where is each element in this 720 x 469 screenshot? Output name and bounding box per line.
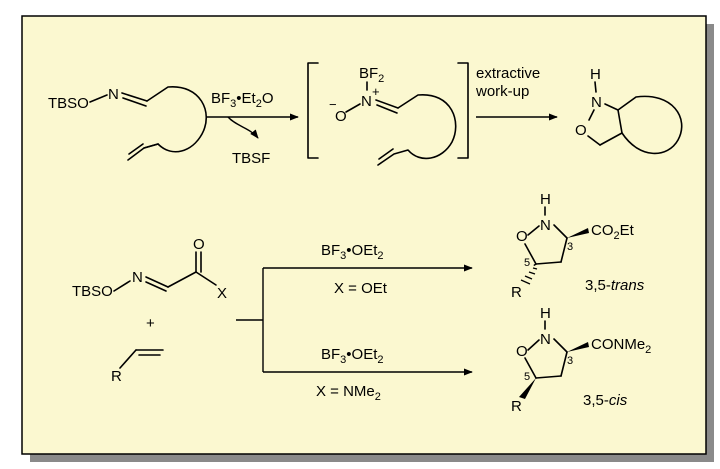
bicyclic-h: H bbox=[590, 66, 601, 83]
bicyclic-o: O bbox=[575, 122, 587, 139]
lower-reagent-label: BF3•OEt2 bbox=[321, 346, 384, 366]
plus-sign: + bbox=[146, 315, 155, 332]
trans-position-3: 3 bbox=[567, 241, 573, 253]
top-oxime-n: N bbox=[108, 86, 119, 103]
cis-o: O bbox=[516, 343, 528, 360]
trans-product-structure: H N O CO2Et 3 5 R 3,5-trans bbox=[511, 191, 645, 301]
upper-condition-label: X = OEt bbox=[334, 280, 388, 297]
top-byproduct-label: TBSF bbox=[232, 150, 270, 167]
lower-condition-label: X = NMe2 bbox=[316, 383, 381, 403]
workup-line2: work-up bbox=[475, 83, 529, 100]
byproduct-curved-arrow bbox=[227, 116, 259, 139]
trans-hash-5 bbox=[520, 267, 538, 285]
bottom-x-label: X bbox=[217, 285, 227, 302]
cis-position-5: 5 bbox=[524, 371, 530, 383]
cis-n: N bbox=[540, 331, 551, 348]
trans-o: O bbox=[516, 228, 528, 245]
upper-reagent-label: BF3•OEt2 bbox=[321, 242, 384, 262]
bicyclic-product-structure: H N O bbox=[575, 66, 683, 155]
top-oxime-structure: TBSO N bbox=[48, 86, 207, 161]
cis-label: 3,5-cis bbox=[583, 392, 628, 409]
cis-position-3: 3 bbox=[567, 355, 573, 367]
bicyclic-n: N bbox=[591, 94, 602, 111]
alkene-structure: R bbox=[111, 349, 164, 385]
top-reagent-label: BF3•Et2O bbox=[211, 90, 274, 110]
bottom-carbonyl-o: O bbox=[193, 236, 205, 253]
bottom-oxime-n: N bbox=[132, 269, 143, 286]
intermediate-n-label: N bbox=[361, 93, 372, 110]
intermediate-o-minus: − bbox=[329, 97, 337, 112]
left-bracket bbox=[307, 62, 319, 159]
trans-h: H bbox=[540, 191, 551, 208]
cis-substituent: CONMe2 bbox=[591, 336, 651, 356]
intermediate-bf2-label: BF2 bbox=[359, 65, 384, 85]
trans-n: N bbox=[540, 217, 551, 234]
trans-label: 3,5-trans bbox=[585, 277, 645, 294]
intermediate-o-label: O bbox=[335, 108, 347, 125]
trans-wedge-3 bbox=[567, 228, 589, 238]
top-tbso-label: TBSO bbox=[48, 95, 89, 112]
intermediate-plus: + bbox=[372, 84, 380, 99]
alkene-r-label: R bbox=[111, 368, 122, 385]
cis-wedge-3 bbox=[567, 342, 589, 352]
workup-line1: extractive bbox=[476, 65, 540, 82]
cis-h: H bbox=[540, 305, 551, 322]
intermediate-structure: BF2 N + − O bbox=[307, 62, 469, 166]
frame-panel bbox=[21, 15, 707, 455]
bottom-tbso-label: TBSO bbox=[72, 283, 113, 300]
right-bracket bbox=[457, 62, 469, 159]
trans-r: R bbox=[511, 284, 522, 301]
cis-wedge-5 bbox=[519, 378, 536, 399]
cis-r: R bbox=[511, 398, 522, 415]
cis-product-structure: H N O CONMe2 3 5 R 3,5-cis bbox=[511, 305, 651, 415]
bottom-oxime-structure: TBSO N O X bbox=[72, 236, 227, 302]
trans-position-5: 5 bbox=[524, 257, 530, 269]
trans-substituent: CO2Et bbox=[591, 222, 635, 242]
